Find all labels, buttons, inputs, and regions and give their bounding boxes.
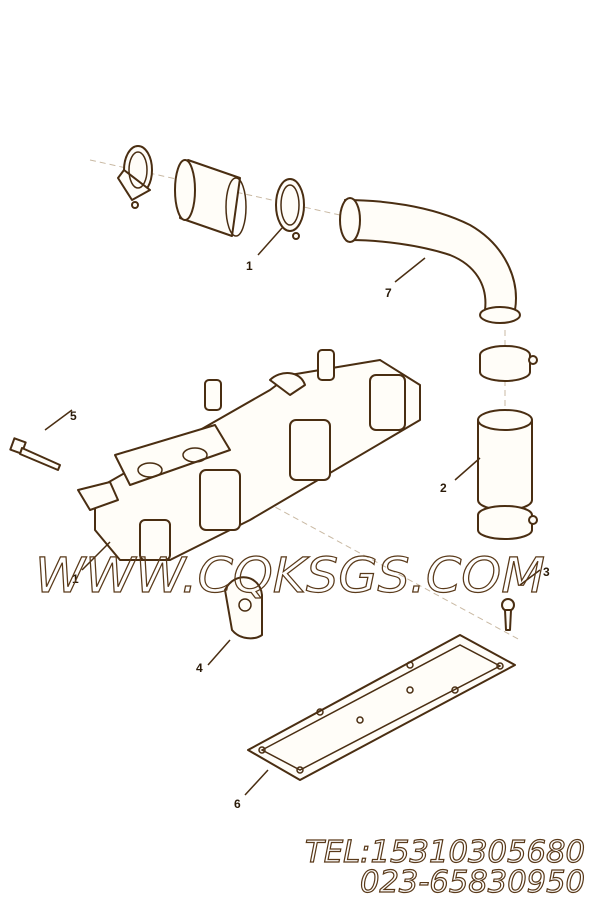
centerline-mid bbox=[169, 449, 521, 641]
exhaust-manifold bbox=[77, 349, 421, 561]
gasket-4 bbox=[224, 576, 263, 640]
hose-clamp-upper bbox=[479, 345, 538, 382]
callout-7: 7 bbox=[385, 286, 392, 300]
watermark-tel: TEL:15310305680 bbox=[305, 835, 585, 870]
callout-1-manifold: 1 bbox=[72, 572, 79, 586]
callout-1: 1 bbox=[246, 259, 253, 273]
hose-clamp-lower bbox=[477, 505, 538, 540]
callout-6: 6 bbox=[234, 797, 241, 811]
capscrew-5 bbox=[9, 437, 61, 471]
callout-3: 3 bbox=[543, 565, 550, 579]
hose-clamp-left bbox=[117, 145, 153, 209]
callout-5: 5 bbox=[70, 409, 77, 423]
capscrew-3 bbox=[501, 598, 515, 631]
callout-4: 4 bbox=[196, 661, 203, 675]
watermark-site: WWW.CQKSGS.COM bbox=[35, 548, 545, 604]
hose-right bbox=[477, 409, 533, 511]
hose-top bbox=[174, 159, 247, 237]
callout-2: 2 bbox=[440, 481, 447, 495]
leader-lines bbox=[44, 227, 541, 796]
watermark-phone: 023-65830950 bbox=[360, 865, 585, 900]
connection-tube bbox=[339, 197, 521, 324]
gasket-6 bbox=[247, 634, 516, 781]
hose-clamp-right bbox=[275, 178, 305, 240]
